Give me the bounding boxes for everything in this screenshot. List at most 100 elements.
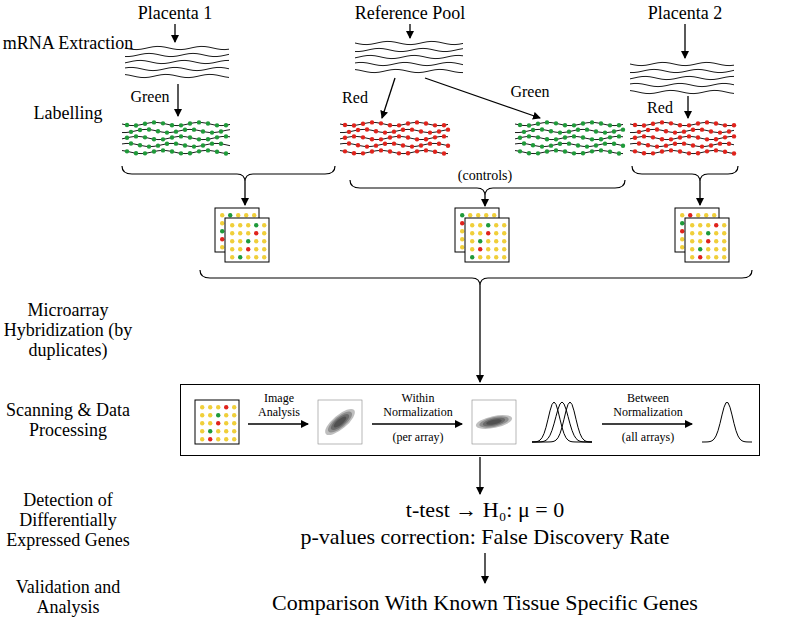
mrna-strand (122, 150, 230, 153)
label-dot (442, 123, 446, 127)
array-spot (246, 255, 250, 259)
array-spot (680, 245, 684, 249)
array-spot (228, 213, 232, 217)
array-spot (460, 237, 464, 241)
flow-arrow (244, 182, 245, 205)
array-spot (232, 429, 236, 433)
label-dot (518, 123, 522, 127)
label-dot (673, 142, 677, 146)
mrna-strand (122, 122, 230, 125)
label-dot (197, 149, 201, 153)
mrna-strand (355, 55, 463, 58)
label-dot (687, 151, 691, 155)
microarray-slide (685, 218, 729, 262)
flow-arrow (174, 24, 175, 42)
label-dot (406, 151, 410, 155)
array-spot (254, 239, 258, 243)
array-spot (236, 213, 240, 217)
array-spot (680, 229, 684, 233)
label-dot (347, 130, 351, 134)
array-spot (690, 223, 694, 227)
array-spot (680, 237, 684, 241)
array-spot (262, 247, 266, 251)
label-dot (370, 137, 374, 141)
label-dot (727, 129, 731, 133)
flow-arrow (484, 553, 485, 583)
array-spot (246, 239, 250, 243)
array-spot (680, 213, 684, 217)
label-dot (682, 141, 686, 145)
label-dot (219, 142, 223, 146)
array-spot (232, 413, 236, 417)
label-dot (219, 129, 223, 133)
label-dot (352, 123, 356, 127)
label-dot (673, 130, 677, 134)
array-spot (220, 221, 224, 225)
label-dot (637, 130, 641, 134)
scatter-frame (472, 400, 516, 444)
label-dot (224, 134, 228, 138)
label-dot (152, 137, 156, 141)
array-spot (216, 421, 220, 425)
label-dot (522, 141, 526, 145)
array-spot (722, 247, 726, 251)
text-label: Reference Pool (355, 3, 465, 23)
label-dot (536, 151, 540, 155)
array-spot (478, 223, 482, 227)
array-spot (224, 437, 228, 441)
array-spot (220, 237, 224, 241)
label-dot (365, 127, 369, 131)
array-spot (262, 231, 266, 235)
label-dot (161, 137, 165, 141)
array-spot (224, 405, 228, 409)
mrna-strand (630, 90, 734, 93)
label-dot (224, 151, 228, 155)
label-dot (215, 150, 219, 154)
text-label: Red (647, 99, 673, 117)
label-dot (347, 141, 351, 145)
label-dot (678, 149, 682, 153)
label-dot (206, 148, 210, 152)
label-dot (718, 130, 722, 134)
label-dot (545, 149, 549, 153)
density-curve (532, 402, 592, 442)
flow-arrow (248, 423, 308, 424)
array-spot (706, 247, 710, 251)
label-dot (401, 143, 405, 147)
array-spot (200, 405, 204, 409)
array-spot (216, 413, 220, 417)
array-spot (714, 223, 718, 227)
label-dot (397, 151, 401, 155)
mrna-strand (515, 150, 623, 153)
array-spot (252, 213, 256, 217)
label-dot (531, 143, 535, 147)
mrna-strand (125, 74, 229, 77)
array-spot (230, 231, 234, 235)
label-dot (370, 120, 374, 124)
label-dot (590, 120, 594, 124)
array-spot (714, 247, 718, 251)
brace (632, 166, 738, 182)
label-dot (617, 151, 621, 155)
label-dot (633, 136, 637, 140)
label-dot (143, 135, 147, 139)
array-spot (230, 247, 234, 251)
label-dot (621, 143, 625, 147)
array-spot (208, 429, 212, 433)
label-dot (585, 144, 589, 148)
label-dot (518, 149, 522, 153)
label-dot (415, 137, 419, 141)
label-dot (379, 148, 383, 152)
label-dot (527, 134, 531, 138)
label-dot (428, 130, 432, 134)
text-label: Green (510, 83, 549, 101)
label-dot (669, 121, 673, 125)
array-spot (698, 223, 702, 227)
array-spot (706, 239, 710, 243)
array-spot (208, 413, 212, 417)
label-dot (129, 130, 133, 134)
scatter-frame (318, 400, 362, 444)
label-dot (608, 135, 612, 139)
array-spot (460, 245, 464, 249)
array-spot (706, 255, 710, 259)
